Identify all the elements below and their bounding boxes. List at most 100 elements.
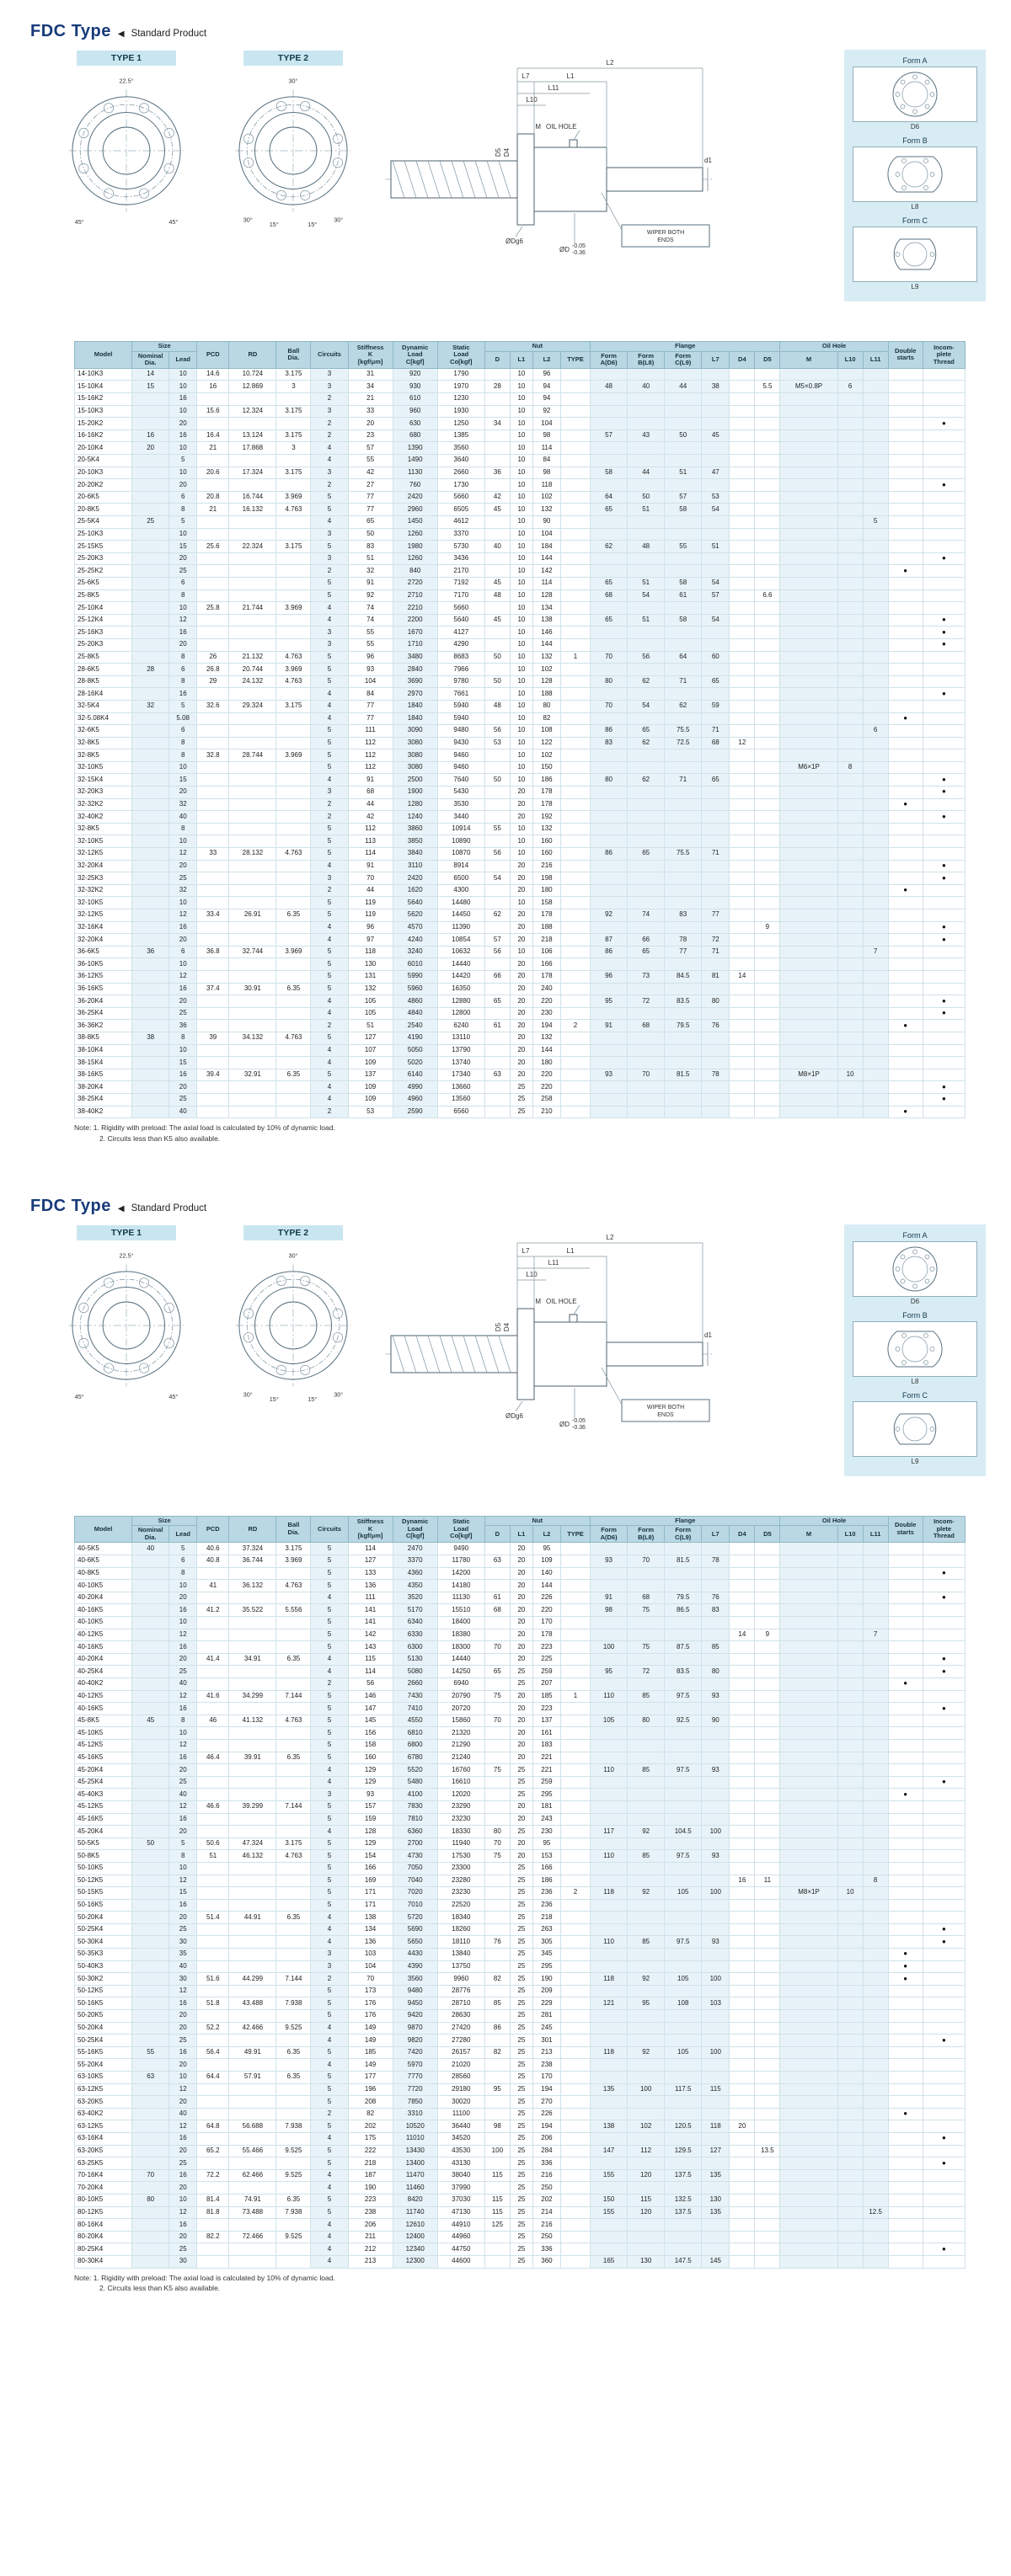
- cell-dynamic-load: 9450: [392, 1997, 438, 2011]
- cell-d4: [729, 1775, 756, 1789]
- cell-nut-l2: 214: [532, 2205, 561, 2220]
- cell-form-a: 48: [590, 380, 629, 394]
- cell-lead: 5.08: [168, 712, 198, 726]
- col-pcd: PCD: [196, 1515, 230, 1544]
- cell-dynamic-load: 11470: [392, 2168, 438, 2183]
- cell-d5: [754, 957, 781, 971]
- cell-circuits: 4: [310, 1665, 349, 1678]
- cell-nut-l1: 25: [509, 2193, 533, 2207]
- cell-l10: [837, 2230, 864, 2244]
- cell-form-b: 75: [627, 1640, 666, 1654]
- cell-pcd: [196, 1628, 230, 1642]
- dim-d1: d1: [704, 1331, 712, 1339]
- cell-d4: [729, 626, 756, 639]
- cell-dynamic-load: 3240: [392, 945, 438, 959]
- cell-d4: [729, 613, 756, 627]
- cell-stiffness: 42: [347, 466, 393, 480]
- cell-nut-type: [559, 1603, 591, 1618]
- cell-l11: [862, 552, 889, 566]
- cell-stiffness: 57: [347, 441, 393, 456]
- colgroup-flange: Flange: [590, 1515, 781, 1527]
- cell-model: 32-25K3: [73, 872, 133, 885]
- cell-nut-d: [484, 1751, 511, 1765]
- cell-lead: 8: [168, 675, 198, 689]
- cell-circuits: 5: [310, 847, 349, 861]
- cell-form-c: [664, 2218, 703, 2232]
- cell-nut-type: [559, 1788, 591, 1801]
- cell-l7: [701, 1837, 730, 1851]
- cell-static-load: 11100: [436, 2107, 485, 2121]
- cell-dynamic-load: 4570: [392, 920, 438, 935]
- cell-dynamic-load: 3560: [392, 1972, 438, 1986]
- cell-oil-m: [779, 883, 838, 898]
- cell-form-b: [627, 527, 666, 541]
- cell-circuits: 2: [310, 797, 349, 812]
- cell-lead: 12: [168, 909, 198, 922]
- cell-rd: [228, 454, 277, 467]
- cell-d4: [729, 417, 756, 430]
- cell-stiffness: 104: [347, 1960, 393, 1974]
- cell-circuits: 4: [310, 1056, 349, 1069]
- cell-oil-m: [779, 564, 838, 578]
- cell-form-c: [664, 1874, 703, 1888]
- cell-pcd: [196, 454, 230, 467]
- cell-nominal-dia: [131, 736, 170, 750]
- form-a-shape: [892, 72, 938, 117]
- cell-form-b: [627, 1566, 666, 1581]
- cell-l10: [837, 1874, 864, 1888]
- cell-lead: 6: [168, 724, 198, 738]
- cell-l11: [862, 2181, 889, 2195]
- cell-ball-dia: [275, 1056, 312, 1069]
- cell-double-starts: [887, 1812, 923, 1827]
- cell-nominal-dia: [131, 712, 170, 726]
- cell-stiffness: 141: [347, 1603, 393, 1618]
- cell-circuits: 3: [310, 527, 349, 541]
- cell-oil-m: [779, 1603, 838, 1618]
- cell-l10: [837, 687, 864, 701]
- cell-ball-dia: [275, 613, 312, 627]
- cell-l10: [837, 835, 864, 849]
- cell-pcd: 64.8: [196, 2120, 230, 2133]
- colgroup-size: Size: [131, 1515, 198, 1527]
- cell-form-b: 54: [627, 699, 666, 713]
- cell-nut-l2: 137: [532, 1714, 561, 1728]
- cell-rd: [228, 896, 277, 909]
- cell-pcd: [196, 2157, 230, 2170]
- cell-nut-d: [484, 1984, 511, 1998]
- cell-model: 38-8K5: [73, 1031, 133, 1045]
- col-model: Model: [73, 341, 133, 369]
- col-nut-type: TYPE: [559, 1525, 591, 1544]
- cell-l11: [862, 847, 889, 861]
- cell-model: 15-10K4: [73, 380, 133, 394]
- cell-l11: [862, 2045, 889, 2060]
- cell-nominal-dia: 20: [131, 441, 170, 456]
- cell-nut-type: [559, 1972, 591, 1986]
- cell-l10: [837, 429, 864, 443]
- cell-stiffness: 51: [347, 552, 393, 566]
- cell-rd: [228, 736, 277, 750]
- cell-incomplete-thread: [922, 1886, 966, 1900]
- cell-lead: 5: [168, 1542, 198, 1556]
- cell-rd: 13.124: [228, 429, 277, 443]
- cell-nut-l1: 20: [509, 969, 533, 984]
- cell-rd: [228, 969, 277, 984]
- cell-nominal-dia: [131, 1652, 170, 1667]
- cell-nut-l2: 144: [532, 1579, 561, 1592]
- cell-lead: 25: [168, 872, 198, 885]
- cell-pcd: [196, 1898, 230, 1912]
- cell-nut-d: 56: [484, 847, 511, 861]
- cell-form-a: [590, 2181, 629, 2195]
- cell-form-c: [664, 2009, 703, 2023]
- cell-lead: 40: [168, 810, 198, 824]
- cell-static-load: 12020: [436, 1788, 485, 1801]
- cell-oil-m: [779, 2021, 838, 2035]
- cell-stiffness: 70: [347, 1972, 393, 1986]
- cell-d5: [754, 760, 781, 775]
- cell-ball-dia: [275, 1923, 312, 1937]
- cell-ball-dia: [275, 773, 312, 787]
- cell-d4: [729, 2230, 756, 2244]
- cell-l7: [701, 1043, 730, 1058]
- cell-nut-d: 42: [484, 490, 511, 504]
- cell-double-starts: [887, 835, 923, 849]
- cell-nominal-dia: 45: [131, 1714, 170, 1728]
